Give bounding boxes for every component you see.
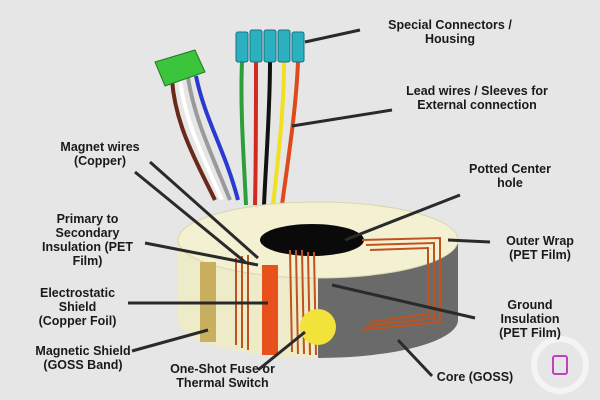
label-magnet-wires: Magnet wires (Copper)	[60, 140, 140, 168]
label-fuse: One-Shot Fuse or Thermal Switch	[170, 362, 275, 390]
lead-wires	[239, 61, 300, 206]
thermal-fuse	[300, 309, 336, 345]
bundle-wires	[170, 75, 240, 201]
watermark-logo	[531, 336, 589, 394]
label-primary-secondary-insulation: Primary to Secondary Insulation (PET Fil…	[42, 212, 133, 268]
label-ground-insulation: Ground Insulation (PET Film)	[499, 298, 561, 340]
label-potted-center-hole: Potted Center hole	[469, 162, 551, 190]
special-connectors	[235, 29, 305, 63]
label-special-connectors: Special Connectors / Housing	[388, 18, 512, 46]
potted-center-hole	[260, 224, 364, 256]
electrostatic-shield	[262, 265, 278, 355]
label-core: Core (GOSS)	[436, 370, 514, 384]
label-magnetic-shield: Magnetic Shield (GOSS Band)	[35, 344, 131, 372]
label-outer-wrap: Outer Wrap (PET Film)	[506, 234, 574, 262]
green-connector	[154, 49, 206, 87]
toroid	[177, 201, 459, 358]
label-lead-wires: Lead wires / Sleeves for External connec…	[406, 84, 548, 112]
copper-windings	[235, 236, 441, 356]
label-electrostatic-shield: Electrostatic Shield (Copper Foil)	[38, 286, 117, 328]
leader-lines	[128, 28, 491, 378]
